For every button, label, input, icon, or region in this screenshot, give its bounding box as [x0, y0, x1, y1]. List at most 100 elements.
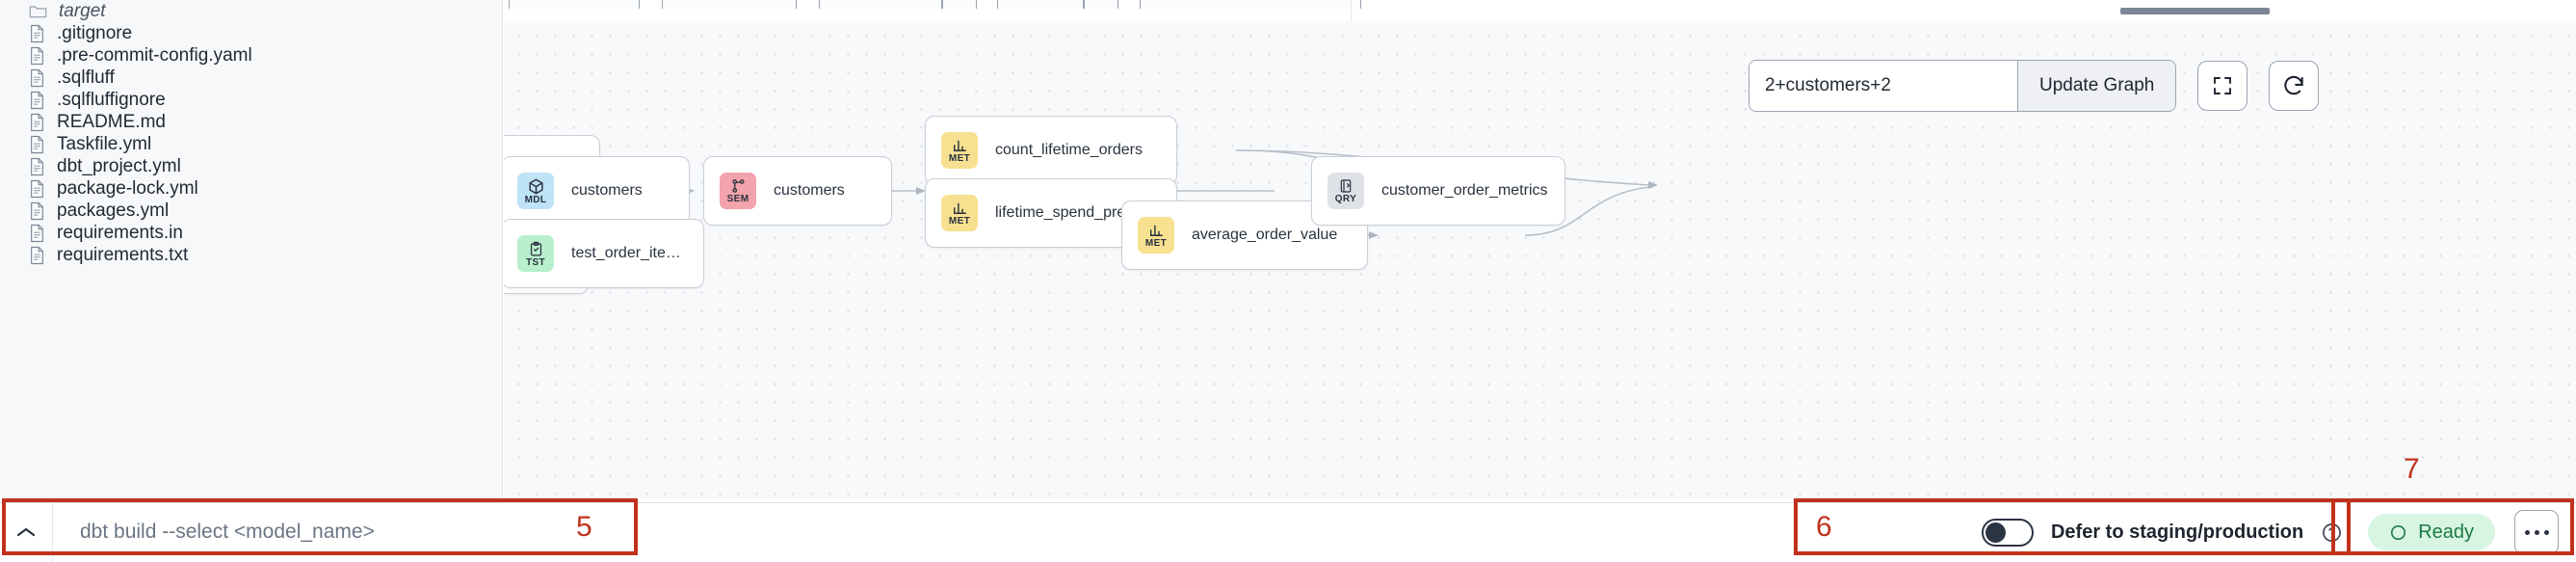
folder-icon: [29, 5, 47, 17]
badge-text: SEM: [726, 194, 749, 204]
refresh-icon: [2284, 75, 2304, 95]
document-icon: [31, 68, 43, 87]
ellipsis-icon: [2534, 529, 2539, 535]
node-label: customers: [571, 182, 643, 199]
graph-node-tst-order-items[interactable]: TST test_order_items_compute_to_bools...: [504, 219, 704, 288]
file-list-item[interactable]: .pre-commit-config.yaml: [0, 44, 502, 67]
document-icon: [31, 179, 43, 198]
badge-met: MET: [941, 195, 978, 231]
graph-node-qry-customer-order-metrics[interactable]: QRY customer_order_metrics: [1311, 156, 1565, 226]
graph-node-sem-customers[interactable]: SEM customers: [703, 156, 892, 226]
graph-node-met-count-lifetime-orders[interactable]: MET count_lifetime_orders: [925, 116, 1177, 185]
help-circle-icon[interactable]: [2321, 522, 2343, 544]
more-options-button[interactable]: [2514, 510, 2559, 554]
document-icon: [31, 135, 43, 153]
node-label: customers: [774, 182, 845, 199]
file-label: Taskfile.yml: [57, 134, 152, 154]
defer-label: Defer to staging/production: [2050, 521, 2304, 543]
file-label: packages.yml: [57, 201, 170, 221]
tab-stub[interactable]: [662, 0, 797, 9]
file-list-item[interactable]: .sqlfluffignore: [0, 89, 502, 111]
tab-stub[interactable]: [1140, 0, 1361, 9]
graph-node-mdl-customers[interactable]: MDL customers: [504, 156, 690, 226]
command-collapse-button[interactable]: [0, 502, 53, 562]
file-list-item[interactable]: .sqlfluff: [0, 67, 502, 89]
toggle-knob: [1985, 522, 2006, 543]
file-explorer-sidebar[interactable]: target.gitignore.pre-commit-config.yaml.…: [0, 0, 503, 498]
status-badge[interactable]: Ready: [2368, 514, 2495, 550]
bottom-bar-right-group: Defer to staging/production Ready: [1981, 510, 2576, 554]
file-label: .gitignore: [57, 23, 133, 43]
bar-chart-icon: [1150, 225, 1163, 236]
file-list-item[interactable]: dbt_project.yml: [0, 155, 502, 177]
node-label: average_order_value: [1192, 227, 1338, 243]
node-label: test_order_items_compute_to_bools...: [571, 245, 690, 261]
document-icon: [31, 157, 43, 175]
tab-stub[interactable]: [819, 0, 942, 9]
file-list-item[interactable]: .gitignore: [0, 22, 502, 44]
badge-mdl: MDL: [517, 173, 554, 209]
file-list-item[interactable]: target: [0, 0, 502, 22]
fullscreen-button[interactable]: [2197, 61, 2248, 111]
circle-icon: [2391, 524, 2406, 540]
file-label: requirements.in: [57, 223, 183, 243]
document-icon: [31, 201, 43, 220]
node-label: customer_order_metrics: [1381, 182, 1548, 199]
active-tab-indicator: [2120, 8, 2270, 14]
graph-selector-group[interactable]: Update Graph: [1748, 60, 2177, 112]
defer-toggle-group[interactable]: Defer to staging/production: [1981, 518, 2368, 547]
semantic-icon: [731, 179, 745, 193]
clipboard-check-icon: [530, 241, 541, 256]
refresh-button[interactable]: [2269, 61, 2320, 111]
document-icon: [31, 113, 43, 131]
file-label: package-lock.yml: [57, 178, 198, 199]
tab-stub[interactable]: [1084, 0, 1118, 9]
bottom-status-bar: Defer to staging/production Ready: [0, 502, 2576, 562]
tab-stub[interactable]: [942, 0, 977, 9]
badge-text: MET: [948, 153, 971, 164]
defer-toggle[interactable]: [1981, 518, 2034, 547]
file-list-item[interactable]: requirements.in: [0, 222, 502, 244]
command-input[interactable]: [53, 502, 631, 562]
graph-selector-input[interactable]: [1749, 61, 2017, 111]
badge-text: MET: [1144, 238, 1168, 249]
file-label: .pre-commit-config.yaml: [57, 45, 252, 66]
badge-text: QRY: [1334, 194, 1357, 204]
file-list-item[interactable]: requirements.txt: [0, 244, 502, 266]
ellipsis-icon: [2543, 529, 2549, 535]
badge-text: MDL: [524, 194, 547, 205]
tab-stub[interactable]: [997, 0, 1084, 9]
file-list-item[interactable]: README.md: [0, 111, 502, 133]
node-label: count_lifetime_orders: [995, 142, 1143, 158]
update-graph-button[interactable]: Update Graph: [2017, 61, 2176, 111]
document-icon: [31, 91, 43, 109]
badge-qry: QRY: [1327, 173, 1364, 209]
file-list: target.gitignore.pre-commit-config.yaml.…: [0, 0, 502, 266]
badge-text: TST: [525, 256, 546, 268]
badge-met: MET: [1138, 217, 1174, 254]
file-list-item[interactable]: packages.yml: [0, 200, 502, 222]
fullscreen-icon: [2214, 77, 2232, 94]
badge-tst: TST: [517, 235, 554, 272]
file-label: target: [59, 1, 106, 21]
file-label: .sqlfluff: [57, 67, 115, 88]
status-label: Ready: [2418, 521, 2474, 543]
file-list-item[interactable]: Taskfile.yml: [0, 133, 502, 155]
document-icon: [31, 46, 43, 65]
cube-icon: [528, 178, 543, 194]
query-icon: [1340, 179, 1352, 193]
badge-text: MET: [948, 216, 971, 227]
document-icon: [31, 224, 43, 242]
file-list-item[interactable]: package-lock.yml: [0, 177, 502, 200]
file-label: .sqlfluffignore: [57, 90, 166, 110]
tab-stub[interactable]: [509, 0, 640, 9]
badge-met: MET: [941, 132, 978, 169]
lineage-graph-canvas[interactable]: stg_customers orders MDL customers: [504, 21, 2576, 498]
bar-chart-icon: [954, 140, 966, 151]
editor-tab-strip[interactable]: [504, 0, 2576, 22]
file-label: README.md: [57, 112, 166, 132]
file-label: dbt_project.yml: [57, 156, 181, 176]
badge-sem: SEM: [720, 173, 756, 209]
chevron-up-icon: [16, 527, 36, 537]
ellipsis-icon: [2524, 529, 2530, 535]
